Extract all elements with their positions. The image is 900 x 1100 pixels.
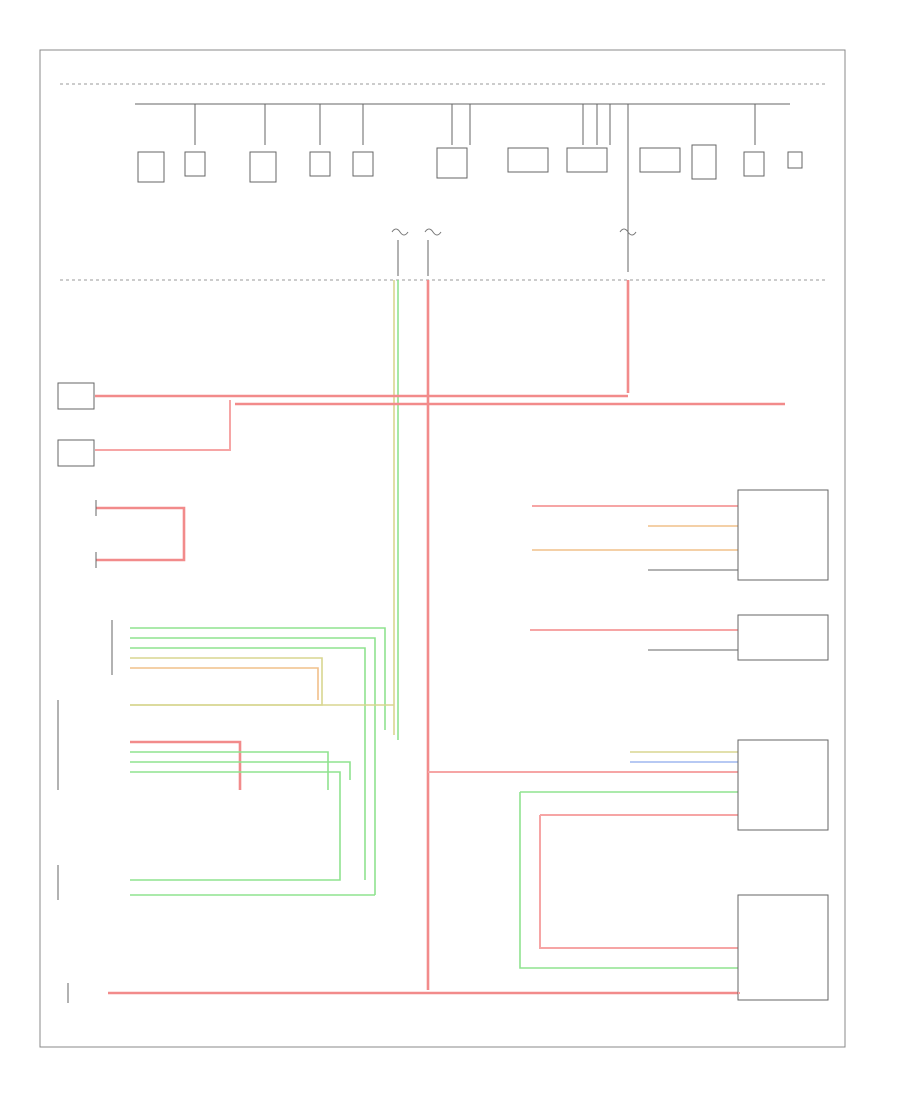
horn-relay-component [57, 439, 95, 467]
right-upper-module-wiring [532, 489, 829, 581]
diagram-frame [39, 49, 846, 1048]
horn-component [57, 382, 95, 410]
instrument-cluster-wiring [130, 627, 394, 896]
turn-lamp-wire [96, 506, 186, 562]
fuse-box-internals [137, 104, 803, 276]
right-middle-module-wiring [530, 614, 829, 661]
right-lower-module-wiring [428, 739, 829, 1001]
horn-branch-wire [95, 400, 231, 451]
